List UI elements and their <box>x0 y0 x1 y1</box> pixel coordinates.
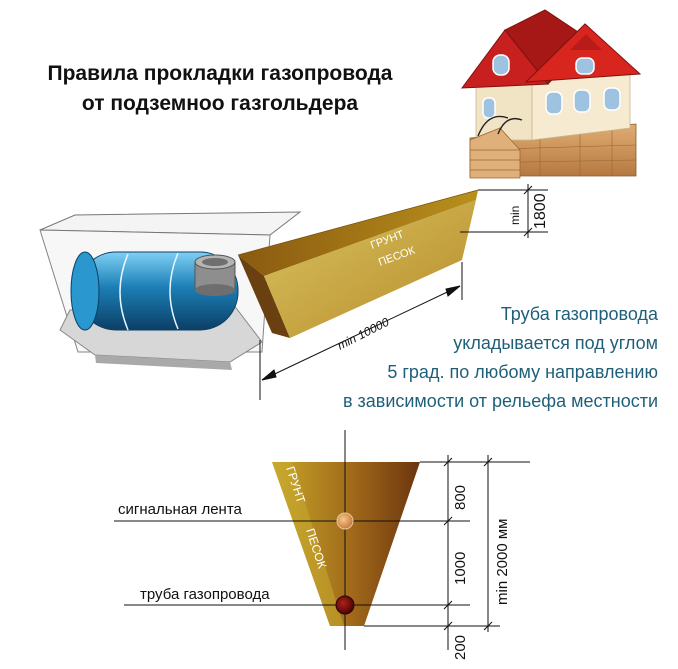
trench-3d <box>237 189 479 338</box>
signal-tape-label: сигнальная лента <box>118 501 243 518</box>
house-illustration <box>460 9 642 179</box>
title-line-2: от подземноо газгольдера <box>81 92 359 115</box>
section-reference-lines <box>114 430 530 650</box>
depth-dim-min-label: min <box>508 206 522 225</box>
note-line-3: 5 град. по любому направлению <box>387 362 658 382</box>
dim-800-label: 800 <box>452 485 469 510</box>
dim-200-label: 200 <box>452 635 469 660</box>
note-line-1: Труба газопровода <box>500 304 658 324</box>
signal-tape-marker <box>336 512 354 530</box>
gas-pipe-label: труба газопровода <box>140 586 270 603</box>
cross-section <box>272 462 420 626</box>
section-dimensions <box>443 455 493 650</box>
title-line-1: Правила прокладки газопровода <box>47 62 393 85</box>
dim-total-label: min 2000 мм <box>494 519 511 606</box>
note-line-2: укладывается под углом <box>453 333 658 353</box>
note-line-4: в зависимости от рельефа местности <box>342 391 658 411</box>
length-dim-label: min 10000 <box>335 315 392 353</box>
depth-dim-value-label: 1800 <box>532 193 549 229</box>
depth-dimension <box>460 184 548 238</box>
length-dimension <box>259 262 463 400</box>
gas-tank-illustration <box>39 211 302 370</box>
dim-1000-label: 1000 <box>452 552 469 585</box>
gas-pipe-marker <box>335 595 355 615</box>
